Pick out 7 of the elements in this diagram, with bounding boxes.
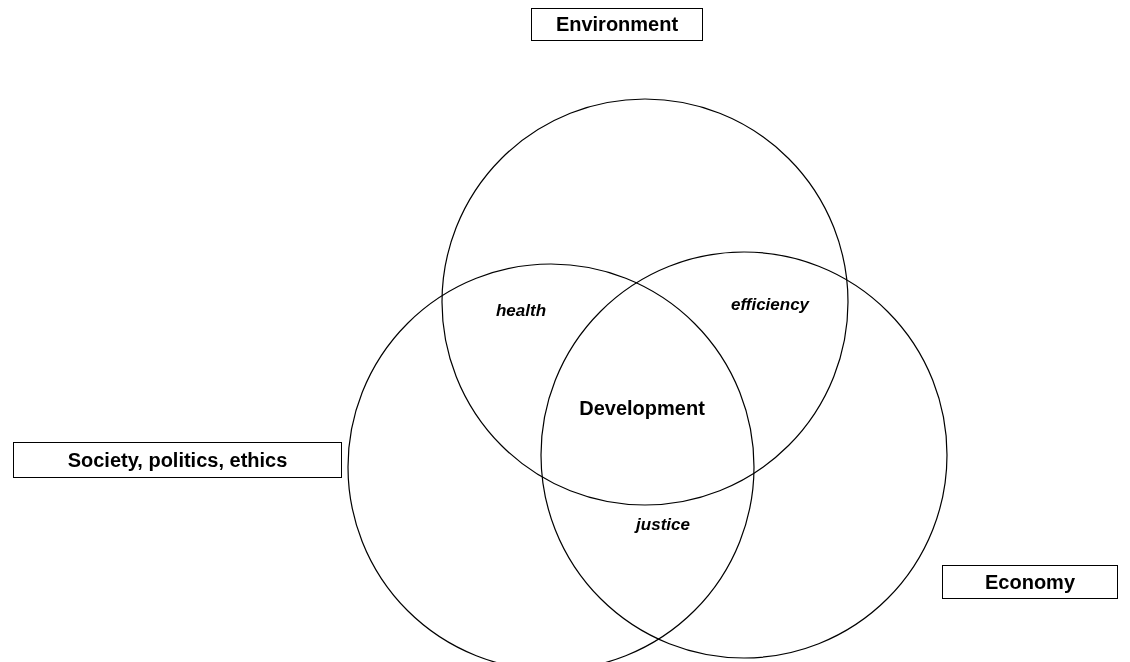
label-box: Economy — [942, 565, 1118, 599]
region-label: efficiency — [730, 295, 810, 315]
region-label: health — [495, 301, 547, 321]
label-box: Society, politics, ethics — [13, 442, 342, 478]
label-box: Environment — [531, 8, 703, 41]
region-label: Development — [579, 396, 705, 420]
region-label: justice — [636, 515, 690, 535]
